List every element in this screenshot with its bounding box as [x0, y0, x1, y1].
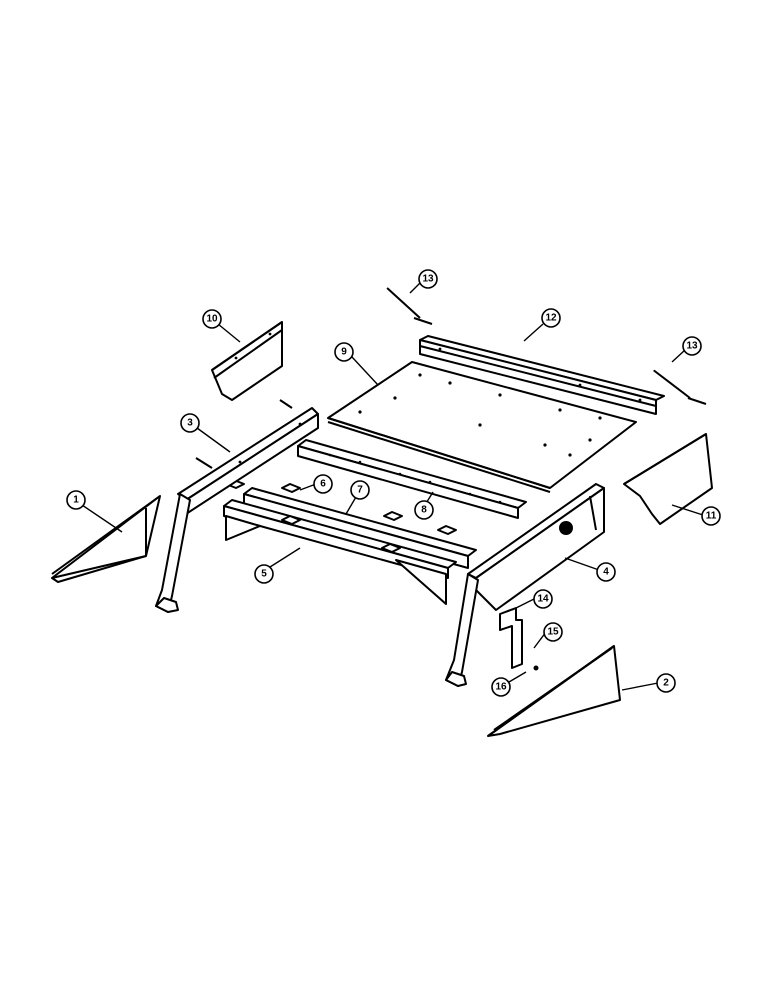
callout-13: 13 [418, 269, 438, 289]
callout-circle [701, 506, 721, 526]
support-rod-right [649, 365, 707, 405]
callout-11: 11 [701, 506, 721, 526]
callout-4: 4 [596, 562, 616, 582]
callout-circle [414, 500, 434, 520]
callout-5: 5 [254, 564, 274, 584]
cross-member-rear [297, 439, 527, 519]
left-side-shield [51, 495, 161, 583]
callout-circle [180, 413, 200, 433]
callout-number: 3 [187, 418, 193, 429]
mounting-pads [225, 479, 457, 553]
callout-16: 16 [491, 677, 511, 697]
callout-10: 10 [202, 309, 222, 329]
right-side-shield [487, 645, 621, 737]
callout-number: 11 [706, 511, 717, 522]
callout-number: 2 [663, 678, 669, 689]
left-side-rail [155, 399, 319, 613]
callout-number: 13 [422, 274, 434, 285]
small-shield [211, 321, 283, 401]
callout-circle [350, 480, 370, 500]
callout-circle [418, 269, 438, 289]
floor-panel [327, 361, 637, 493]
roller [530, 662, 542, 674]
callout-number: 1 [73, 495, 79, 506]
callout-circle [334, 342, 354, 362]
washer [525, 651, 531, 657]
callout-circle [682, 336, 702, 356]
callout-circle [254, 564, 274, 584]
callout-circle [313, 474, 333, 494]
callout-number: 13 [686, 341, 698, 352]
callout-number: 6 [320, 479, 326, 490]
rear-rail [419, 335, 665, 415]
right-side-rail [445, 483, 605, 687]
callout-circle [202, 309, 222, 329]
leader-lines [81, 282, 704, 691]
callout-circle [596, 562, 616, 582]
callout-8: 8 [414, 500, 434, 520]
callout-number: 5 [261, 569, 267, 580]
callout-circle [543, 622, 563, 642]
callout-number: 8 [421, 505, 427, 516]
callout-7: 7 [350, 480, 370, 500]
callout-15: 15 [543, 622, 563, 642]
callout-14: 14 [533, 589, 553, 609]
callout-circle [66, 490, 86, 510]
support-rod-left [382, 283, 433, 325]
callout-3: 3 [180, 413, 200, 433]
callout-circle [541, 308, 561, 328]
callout-1: 1 [66, 490, 86, 510]
front-sill [223, 499, 457, 605]
callout-number: 10 [206, 314, 218, 325]
right-shield [623, 433, 713, 525]
callout-2: 2 [656, 673, 676, 693]
callout-number: 7 [357, 485, 363, 496]
callout-number: 16 [495, 682, 507, 693]
callout-circle [533, 589, 553, 609]
callout-9: 9 [334, 342, 354, 362]
callout-13: 13 [682, 336, 702, 356]
callout-number: 15 [547, 627, 559, 638]
callout-number: 4 [603, 567, 609, 578]
callout-circle [491, 677, 511, 697]
callout-number: 9 [341, 347, 347, 358]
callout-6: 6 [313, 474, 333, 494]
callout-number: 12 [545, 313, 557, 324]
callout-12: 12 [541, 308, 561, 328]
callout-circle [656, 673, 676, 693]
callout-number: 14 [537, 594, 549, 605]
bracket [499, 607, 523, 669]
